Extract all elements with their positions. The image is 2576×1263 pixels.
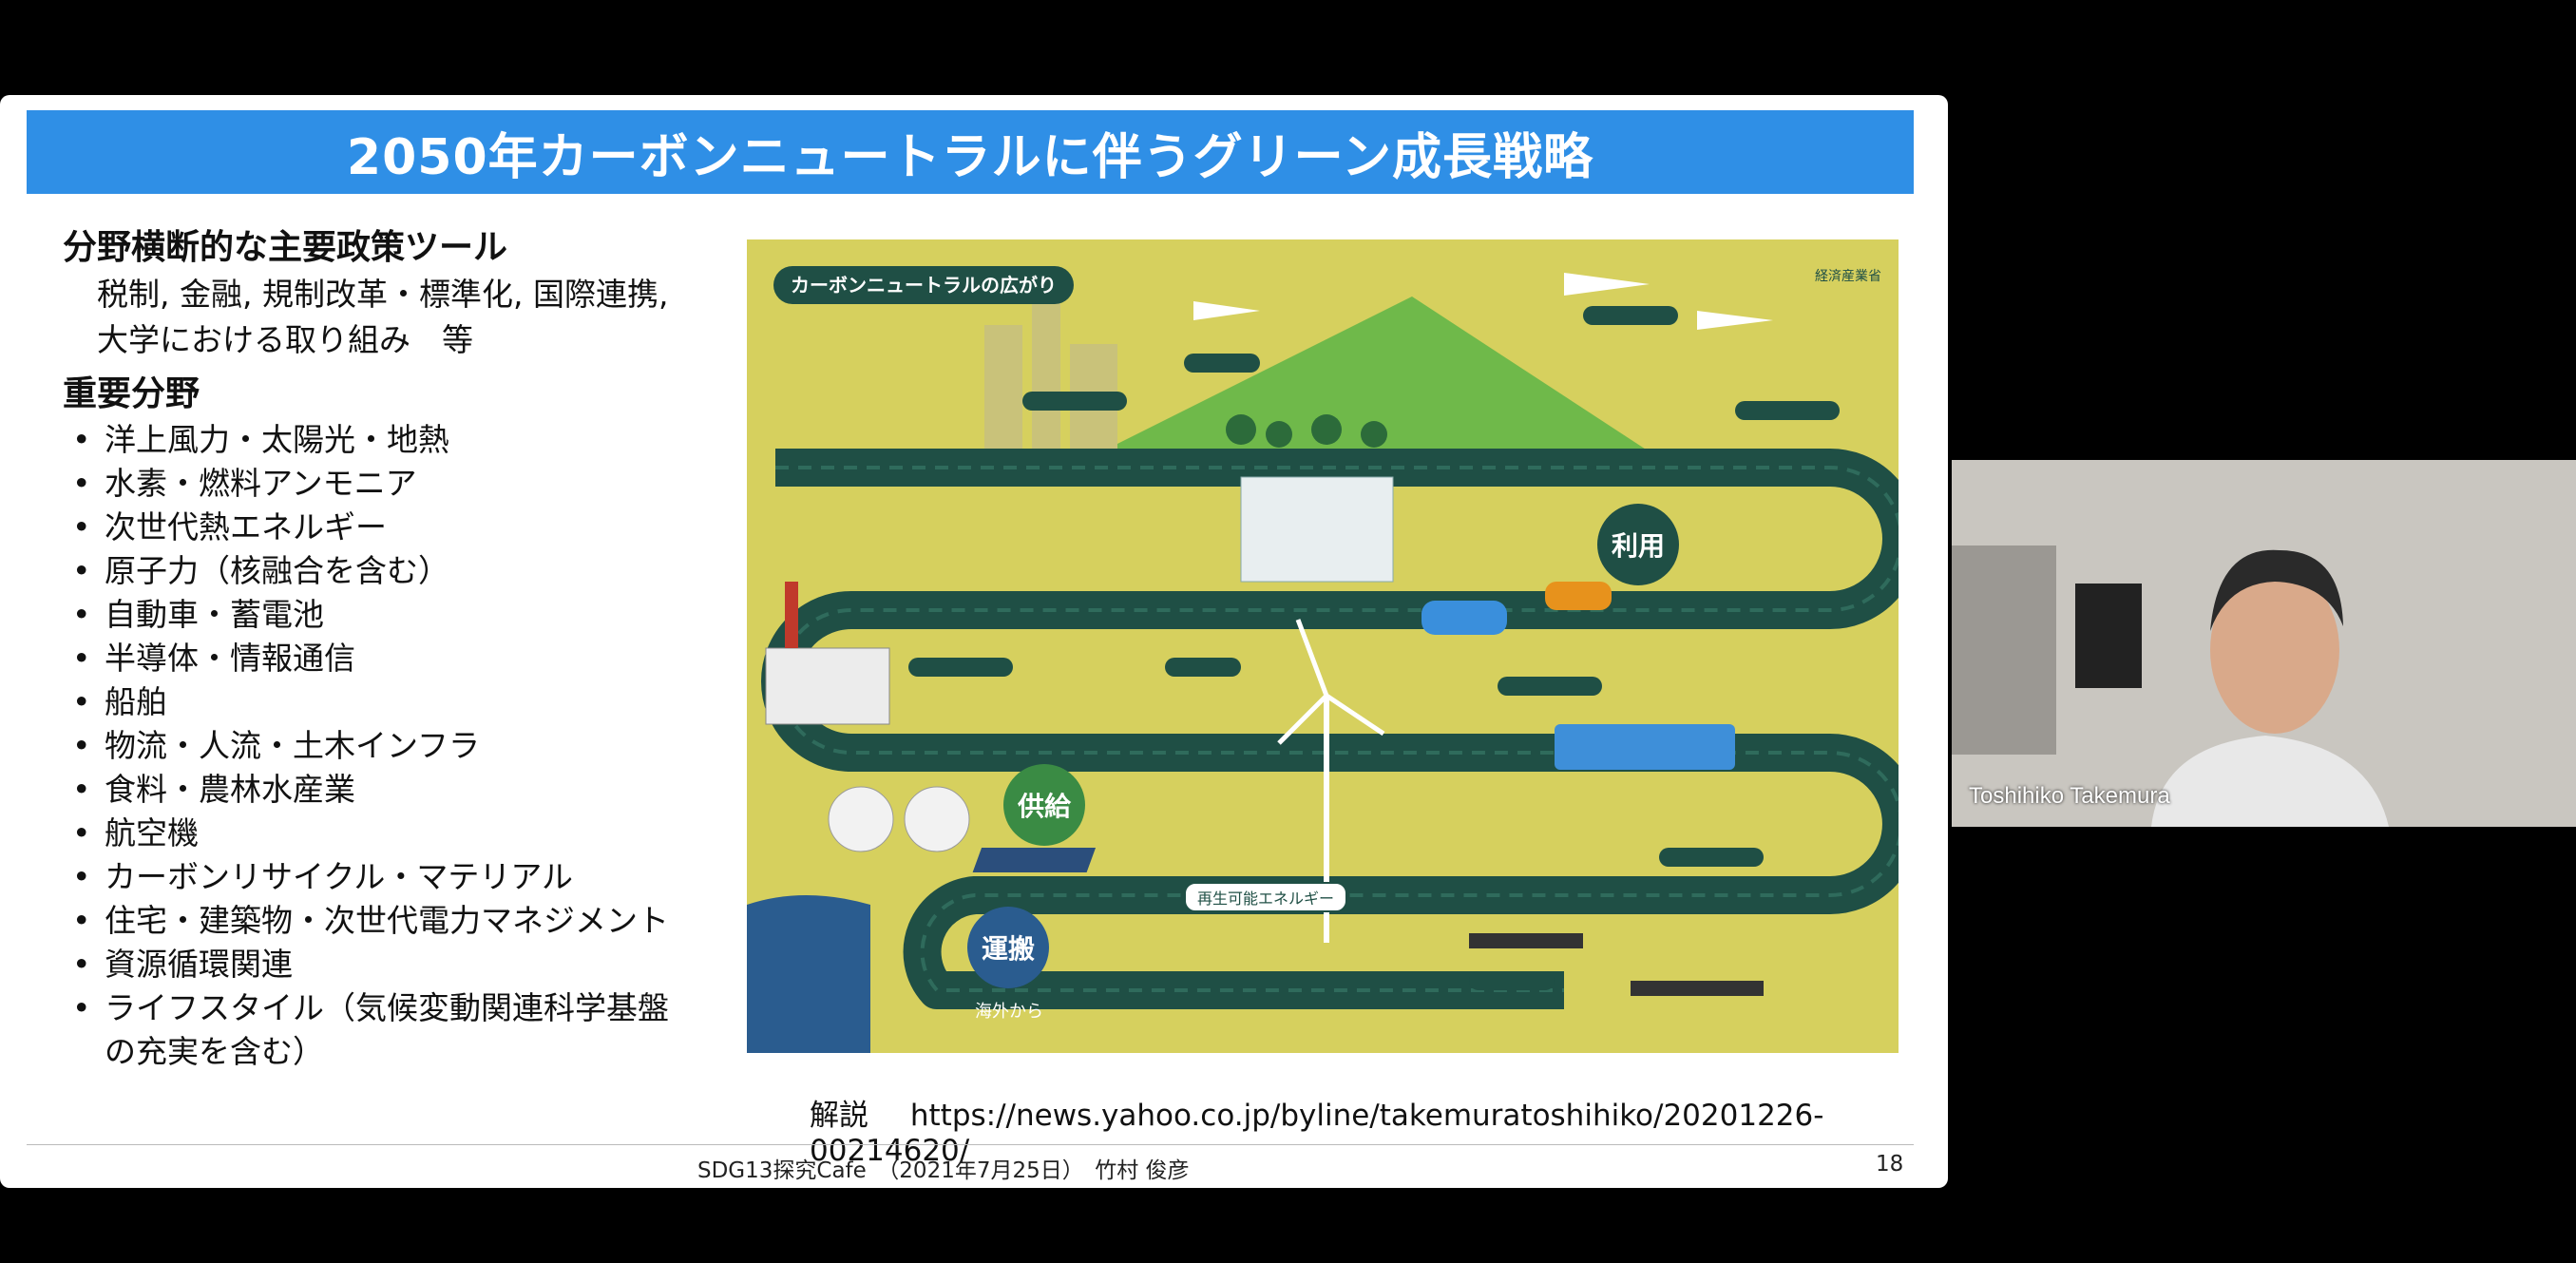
road-centerline	[775, 466, 1899, 992]
field-item: 半導体・情報通信	[63, 637, 728, 680]
person-face	[2210, 566, 2339, 734]
source-url-row: 解説 https://news.yahoo.co.jp/byline/takem…	[810, 1091, 1948, 1168]
map-label-pill	[1165, 658, 1241, 677]
car-icon	[1422, 601, 1507, 635]
background-shelf	[1952, 545, 2056, 755]
office-building	[1240, 476, 1394, 583]
airplane-icon	[1193, 301, 1260, 320]
use-section-label: 利用	[1597, 504, 1679, 585]
field-item: 次世代熱エネルギー	[63, 506, 728, 549]
field-item: 船舶	[63, 680, 728, 724]
hydrogen-tank	[904, 786, 970, 852]
hydrogen-tank	[828, 786, 894, 852]
airplane-icon	[1564, 273, 1650, 296]
field-item: 洋上風力・太陽光・地熱	[63, 418, 728, 462]
tree-icon	[1226, 414, 1256, 445]
field-item: 物流・人流・土木インフラ	[63, 724, 728, 768]
map-label-pill	[1583, 306, 1678, 325]
participant-video-tile[interactable]: Toshihiko Takemura	[1952, 460, 2576, 827]
airplane-icon	[1697, 311, 1773, 330]
tree-icon	[1311, 414, 1342, 445]
map-label-pill	[1469, 971, 1555, 990]
field-item: 自動車・蓄電池	[63, 593, 728, 637]
fields-list: 洋上風力・太陽光・地熱 水素・燃料アンモニア 次世代熱エネルギー 原子力（核融合…	[63, 418, 728, 1074]
field-item: 水素・燃料アンモニア	[63, 462, 728, 506]
ministry-logo: 経済産業省	[1815, 269, 1881, 284]
field-item: 航空機	[63, 812, 728, 855]
tree-icon	[1361, 421, 1387, 448]
tree-icon	[1266, 421, 1292, 448]
wind-turbine-blade	[1277, 694, 1328, 745]
car-icon	[1545, 582, 1612, 610]
ocean-shape	[747, 895, 870, 1053]
map-label-pill	[1735, 401, 1840, 420]
wind-turbine-blade	[1295, 619, 1329, 697]
field-item: 資源循環関連	[63, 943, 728, 986]
tools-line-1: 税制, 金融, 規制改革・標準化, 国際連携,	[97, 276, 669, 313]
field-item: 原子力（核融合を含む）	[63, 549, 728, 593]
policy-text-column: 分野横断的な主要政策ツール 税制, 金融, 規制改革・標準化, 国際連携, 大学…	[63, 224, 728, 1074]
ship-icon	[1469, 933, 1583, 948]
skyline-building	[984, 325, 1022, 458]
field-item: 住宅・建築物・次世代電力マネジメント	[63, 899, 728, 943]
participant-name: Toshihiko Takemura	[1969, 783, 2170, 809]
field-item: カーボンリサイクル・マテリアル	[63, 855, 728, 899]
slide-footer: SDG13探究Cafe （2021年7月25日） 竹村 俊彦	[697, 1158, 1190, 1183]
wind-turbine-blade	[1325, 693, 1385, 737]
map-label-pill	[1659, 848, 1764, 867]
carbon-neutral-infographic: カーボンニュートラルの広がり 経済産業省 利用 供給 運搬 再生可能エネルギー …	[747, 239, 1899, 1053]
person-shirt	[2151, 736, 2389, 827]
infographic-illustration	[747, 273, 1899, 1053]
footer-divider	[27, 1144, 1914, 1145]
presentation-slide: 2050年カーボンニュートラルに伴うグリーン成長戦略 分野横断的な主要政策ツール…	[0, 95, 1948, 1188]
background-chair	[2075, 584, 2142, 688]
slide-title: 2050年カーボンニュートラルに伴うグリーン成長戦略	[27, 110, 1914, 194]
map-label-pill	[1022, 392, 1127, 411]
map-label-pill	[1498, 677, 1602, 696]
overseas-label: 海外から	[975, 1002, 1043, 1022]
url-label: 解説	[810, 1099, 868, 1133]
page-number: 18	[1876, 1152, 1904, 1177]
map-label-pill	[1184, 354, 1260, 373]
infographic-title: カーボンニュートラルの広がり	[773, 266, 1074, 304]
participant-video-feed	[1952, 460, 2576, 827]
field-item-continuation: の充実を含む）	[105, 1033, 324, 1070]
source-url-link[interactable]: https://news.yahoo.co.jp/byline/takemura…	[810, 1099, 1824, 1168]
person-hair	[2210, 549, 2343, 631]
tools-line-2: 大学における取り組み 等	[97, 321, 473, 358]
map-label-pill	[908, 658, 1013, 677]
renewable-energy-label: 再生可能エネルギー	[1184, 882, 1348, 912]
solar-panel	[972, 848, 1097, 872]
transport-section-label: 運搬	[967, 907, 1049, 988]
bus-icon	[1555, 724, 1735, 770]
fields-header: 重要分野	[63, 374, 200, 413]
factory-building	[765, 647, 890, 725]
field-item: ライフスタイル（気候変動関連科学基盤	[63, 986, 728, 1030]
tools-header: 分野横断的な主要政策ツール	[63, 228, 508, 267]
field-item: 食料・農林水産業	[63, 768, 728, 812]
skyline-building	[1032, 297, 1060, 458]
ship-icon	[1631, 981, 1764, 996]
supply-section-label: 供給	[1003, 764, 1085, 846]
mountain-shape	[1089, 297, 1659, 458]
chimney-icon	[785, 582, 798, 648]
